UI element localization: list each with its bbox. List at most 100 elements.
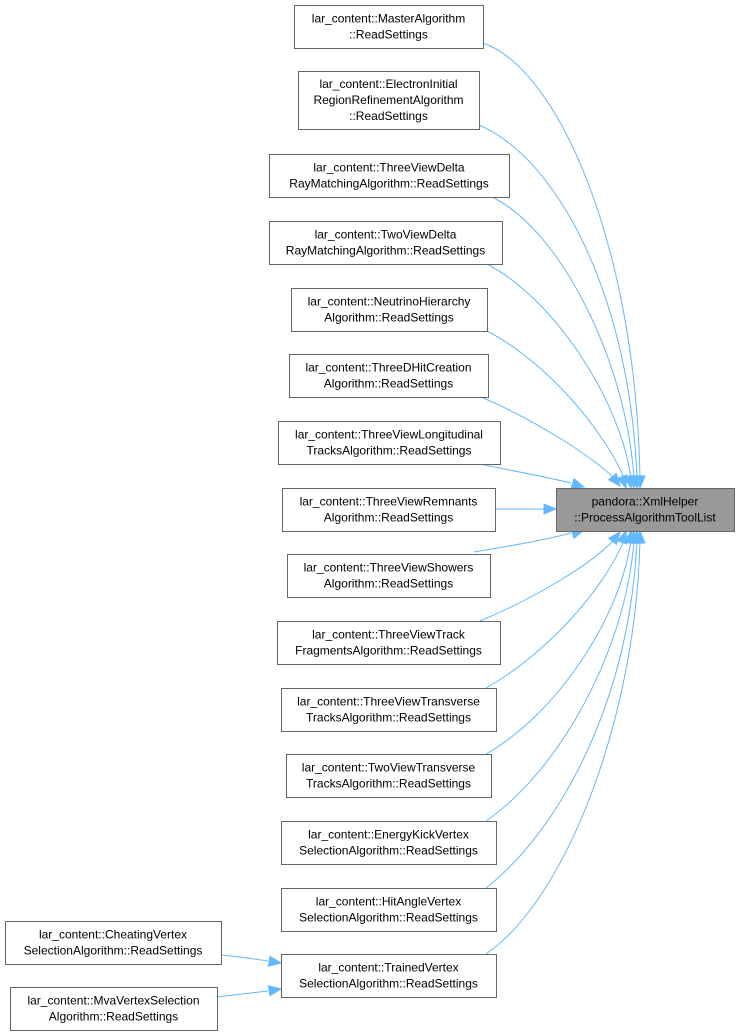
- call-edge: [482, 42, 641, 479]
- arrowhead: [267, 985, 283, 997]
- node-label: ::ProcessAlgorithmToolList: [574, 511, 716, 525]
- node-box[interactable]: [281, 688, 497, 732]
- nodes: pandora::XmlHelper::ProcessAlgorithmTool…: [5, 5, 735, 1031]
- call-edge: [216, 990, 269, 998]
- node-box[interactable]: [10, 987, 218, 1031]
- call-edge: [485, 539, 635, 822]
- arrowhead: [607, 530, 621, 546]
- caller-node[interactable]: lar_content::MvaVertexSelectionAlgorithm…: [10, 987, 218, 1031]
- caller-node[interactable]: lar_content::ThreeViewDeltaRayMatchingAl…: [269, 154, 510, 198]
- call-edge: [220, 954, 269, 962]
- node-box[interactable]: [277, 621, 501, 665]
- arrowhead: [616, 474, 628, 490]
- caller-node[interactable]: lar_content::ThreeViewShowersAlgorithm::…: [287, 554, 491, 598]
- node-label: SelectionAlgorithm::ReadSettings: [299, 977, 478, 991]
- node-box[interactable]: [282, 488, 496, 532]
- arrowhead: [267, 955, 283, 967]
- node-box[interactable]: [278, 421, 501, 465]
- node-label: lar_content::TrainedVertex: [318, 961, 458, 975]
- caller-node[interactable]: lar_content::HitAngleVertexSelectionAlgo…: [281, 888, 497, 932]
- node-label: lar_content::MvaVertexSelection: [27, 994, 199, 1008]
- call-edge: [485, 539, 638, 889]
- node-box[interactable]: [281, 821, 497, 865]
- target-node[interactable]: pandora::XmlHelper::ProcessAlgorithmTool…: [556, 488, 735, 532]
- node-label: lar_content::TwoViewDelta: [315, 228, 457, 242]
- node-label: TracksAlgorithm::ReadSettings: [306, 711, 471, 725]
- call-edge: [478, 124, 638, 479]
- node-box[interactable]: [291, 288, 488, 332]
- arrowhead: [616, 529, 628, 545]
- node-label: RayMatchingAlgorithm::ReadSettings: [289, 177, 488, 191]
- node-label: lar_content::ThreeViewShowers: [304, 561, 474, 575]
- node-label: lar_content::ThreeDHitCreation: [305, 361, 471, 375]
- caller-node[interactable]: lar_content::EnergyKickVertexSelectionAl…: [281, 821, 497, 865]
- node-box[interactable]: [281, 954, 497, 998]
- node-label: lar_content::TwoViewTransverse: [302, 761, 476, 775]
- node-label: lar_content::ThreeViewDelta: [313, 161, 465, 175]
- caller-node[interactable]: lar_content::ThreeViewLongitudinalTracks…: [278, 421, 501, 465]
- caller-node[interactable]: lar_content::ThreeViewTrackFragmentsAlgo…: [277, 621, 501, 665]
- node-label: lar_content::HitAngleVertex: [316, 895, 461, 909]
- caller-node[interactable]: lar_content::TwoViewDeltaRayMatchingAlgo…: [269, 221, 503, 265]
- node-label: ::ReadSettings: [349, 28, 428, 42]
- node-label: SelectionAlgorithm::ReadSettings: [299, 911, 478, 925]
- caller-node[interactable]: lar_content::NeutrinoHierarchyAlgorithm:…: [291, 288, 488, 332]
- node-label: SelectionAlgorithm::ReadSettings: [299, 844, 478, 858]
- node-label: lar_content::ElectronInitial: [319, 77, 457, 91]
- node-label: ::ReadSettings: [349, 109, 428, 123]
- node-label: FragmentsAlgorithm::ReadSettings: [295, 644, 482, 658]
- call-edge: [480, 396, 615, 479]
- arrowhead: [570, 477, 586, 489]
- node-label: RayMatchingAlgorithm::ReadSettings: [286, 244, 485, 258]
- node-box[interactable]: [269, 221, 503, 265]
- node-label: lar_content::ThreeViewTrack: [312, 628, 466, 642]
- call-edge: [491, 196, 635, 479]
- node-label: lar_content::NeutrinoHierarchy: [308, 295, 471, 309]
- caller-node[interactable]: lar_content::MasterAlgorithm::ReadSettin…: [294, 5, 484, 49]
- node-box[interactable]: [289, 354, 489, 398]
- node-box[interactable]: [5, 921, 222, 965]
- node-label: Algorithm::ReadSettings: [324, 377, 453, 391]
- call-edge: [486, 263, 632, 479]
- node-box[interactable]: [287, 554, 491, 598]
- node-box[interactable]: [298, 71, 480, 130]
- node-label: RegionRefinementAlgorithm: [313, 93, 463, 107]
- arrowhead: [543, 503, 558, 515]
- node-label: lar_content::CheatingVertex: [39, 928, 187, 942]
- arrowhead: [634, 529, 646, 544]
- node-box[interactable]: [294, 5, 484, 49]
- node-label: Algorithm::ReadSettings: [324, 311, 453, 325]
- node-label: lar_content::ThreeViewTransverse: [297, 695, 480, 709]
- node-label: TracksAlgorithm::ReadSettings: [307, 444, 472, 458]
- caller-node[interactable]: lar_content::ThreeViewRemnantsAlgorithm:…: [282, 488, 496, 532]
- call-edge: [485, 539, 632, 755]
- node-label: pandora::XmlHelper: [592, 495, 699, 509]
- node-label: SelectionAlgorithm::ReadSettings: [24, 944, 203, 958]
- call-edge: [485, 539, 625, 689]
- caller-node[interactable]: lar_content::CheatingVertexSelectionAlgo…: [5, 921, 222, 965]
- call-edge: [479, 539, 615, 622]
- caller-node[interactable]: lar_content::ThreeDHitCreationAlgorithm:…: [289, 354, 489, 398]
- node-box[interactable]: [556, 488, 735, 532]
- call-edge: [473, 532, 572, 553]
- node-label: lar_content::MasterAlgorithm: [312, 12, 465, 26]
- node-label: lar_content::ThreeViewRemnants: [300, 495, 478, 509]
- node-label: Algorithm::ReadSettings: [324, 577, 453, 591]
- node-label: Algorithm::ReadSettings: [49, 1010, 178, 1024]
- call-edge: [485, 539, 641, 955]
- node-box[interactable]: [269, 154, 510, 198]
- caller-node[interactable]: lar_content::ThreeViewTransverseTracksAl…: [281, 688, 497, 732]
- node-box[interactable]: [281, 888, 497, 932]
- caller-node[interactable]: lar_content::TrainedVertexSelectionAlgor…: [281, 954, 497, 998]
- caller-node[interactable]: lar_content::TwoViewTransverseTracksAlgo…: [286, 754, 492, 798]
- caller-node[interactable]: lar_content::ElectronInitialRegionRefine…: [298, 71, 480, 130]
- edges: [216, 42, 646, 998]
- node-box[interactable]: [286, 754, 492, 798]
- node-label: TracksAlgorithm::ReadSettings: [306, 777, 471, 791]
- arrowhead: [607, 472, 621, 488]
- node-label: lar_content::EnergyKickVertex: [308, 828, 469, 842]
- call-edge: [484, 329, 625, 479]
- node-label: Algorithm::ReadSettings: [324, 511, 453, 525]
- node-label: lar_content::ThreeViewLongitudinal: [295, 428, 483, 442]
